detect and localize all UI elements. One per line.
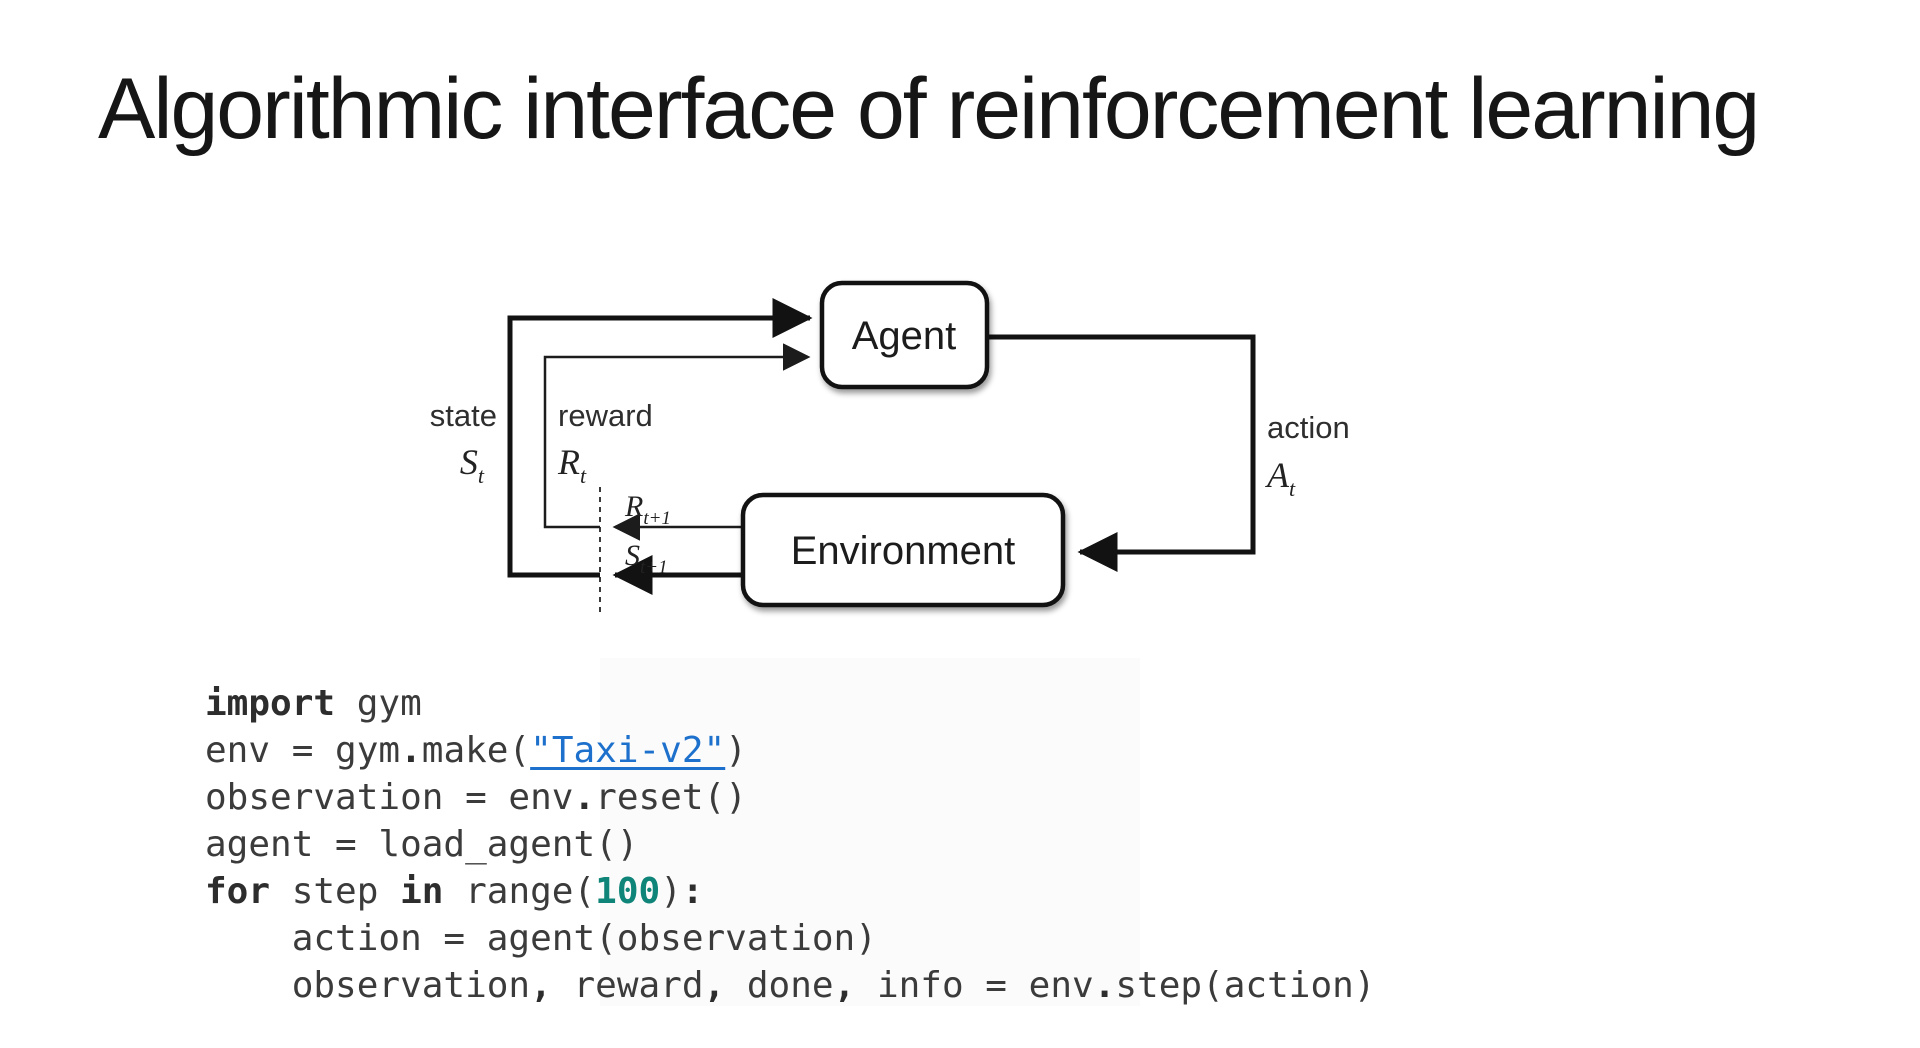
code-segment: info = env: [855, 965, 1094, 1006]
code-line: observation, reward, done, info = env.st…: [205, 962, 1376, 1009]
code-segment: done: [725, 965, 834, 1006]
code-segment: observation = env: [205, 777, 574, 818]
code-segment: step(action): [1115, 965, 1376, 1006]
state-arrow-thick: [507, 298, 813, 578]
code-segment: ,: [530, 965, 552, 1006]
code-segment: action = agent(observation): [205, 918, 877, 959]
code-segment: :: [681, 871, 704, 912]
page-title: Algorithmic interface of reinforcement l…: [98, 61, 1760, 157]
code-segment: make(: [421, 730, 531, 771]
code-line: action = agent(observation): [205, 915, 1375, 962]
code-segment: observation: [205, 965, 531, 1006]
code-line: env = gym.make("Taxi-v2"): [205, 727, 1375, 774]
code-segment: ,: [703, 965, 726, 1006]
code-segment: reward: [551, 965, 704, 1006]
code-line: for step in range(100):: [205, 868, 1375, 915]
code-segment: ): [660, 871, 682, 912]
code-segment: gym: [335, 683, 422, 724]
action-label: action: [1267, 410, 1350, 445]
next-reward-symbol: Rt+1: [624, 490, 671, 529]
code-backdrop: [600, 658, 1140, 1006]
code-segment: .: [400, 730, 422, 771]
code-segment: 100: [595, 871, 661, 912]
code-segment: range(: [443, 871, 596, 912]
state-symbol: St: [460, 442, 485, 488]
code-segment: ): [725, 730, 747, 771]
reward-arrow-thin: [543, 343, 811, 529]
environment-label: Environment: [791, 529, 1016, 573]
code-segment: .: [573, 777, 596, 818]
environment-box: [740, 492, 1066, 608]
state-label: state: [430, 398, 497, 433]
agent-box: [819, 280, 990, 390]
code-segment: .: [1093, 965, 1116, 1006]
code-segment: in: [400, 871, 444, 912]
action-path: [987, 334, 1256, 572]
code-segment: agent = load_agent(): [205, 824, 639, 865]
code-segment: step: [270, 871, 401, 912]
reward-label: reward: [558, 398, 653, 433]
agent-label: Agent: [852, 314, 957, 358]
code-segment: for: [205, 871, 271, 912]
next-state-symbol: St+1: [625, 539, 668, 578]
code-segment: reset(): [595, 777, 747, 818]
reward-symbol: Rt: [557, 442, 587, 488]
code-segment: import: [205, 683, 336, 724]
code-segment: env = gym: [205, 730, 401, 771]
code-line: agent = load_agent(): [205, 821, 1375, 868]
taxi-v2-link[interactable]: "Taxi-v2": [530, 730, 726, 771]
code-segment: ,: [833, 965, 856, 1006]
code-line: import gym: [205, 680, 1375, 727]
code-line: observation = env.reset(): [205, 774, 1375, 821]
action-symbol: At: [1265, 455, 1296, 501]
